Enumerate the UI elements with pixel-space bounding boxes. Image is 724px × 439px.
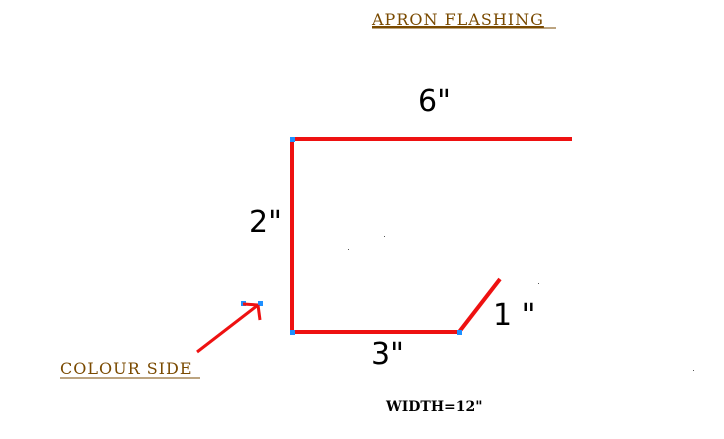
stray-dot: [693, 370, 694, 371]
dimension-kick-label: 1 ": [493, 298, 535, 333]
dimension-side-label: 2": [249, 205, 282, 240]
node-point: [290, 330, 295, 335]
dimension-top-label: 6": [418, 84, 451, 119]
stray-dot: [348, 249, 349, 250]
node-point: [457, 330, 462, 335]
stray-dot: [384, 236, 385, 237]
arrow-shaft: [196, 303, 259, 354]
flashing-profile: [290, 137, 572, 334]
profile-kick-segment: [457, 277, 502, 334]
arrow-head-side: [256, 304, 262, 321]
width-label: WIDTH=12": [385, 399, 483, 415]
node-point: [258, 301, 263, 306]
node-point: [290, 137, 295, 142]
arrow-head-top: [242, 302, 259, 307]
stray-dot: [538, 283, 539, 284]
colour-side-label: COLOUR SIDE: [60, 359, 193, 378]
dimension-bottom-label: 3": [371, 337, 404, 372]
stray-dots: [348, 236, 694, 371]
colour-side-arrow: [196, 302, 262, 354]
diagram-title: APRON FLASHING: [371, 10, 544, 29]
